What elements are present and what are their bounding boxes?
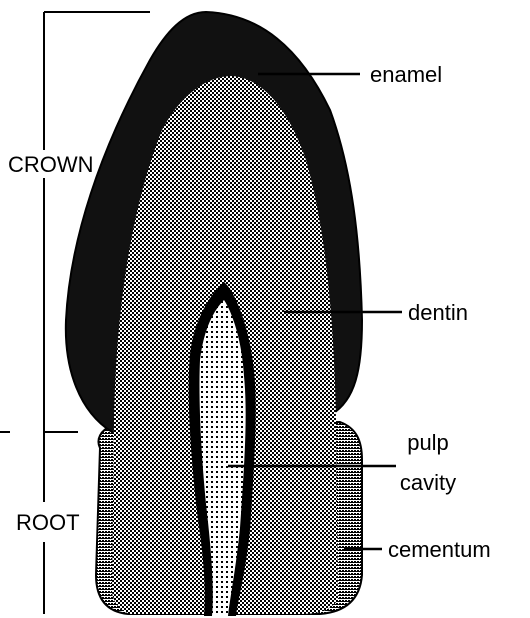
- cementum-label: cementum: [388, 537, 491, 562]
- crown-label: CROWN: [8, 152, 94, 177]
- dentin-label: dentin: [408, 300, 468, 325]
- pulp-label-line2: cavity: [400, 470, 456, 495]
- pulp-label-line1: pulp: [407, 430, 449, 455]
- root-label: ROOT: [16, 510, 80, 535]
- enamel-label: enamel: [370, 62, 442, 87]
